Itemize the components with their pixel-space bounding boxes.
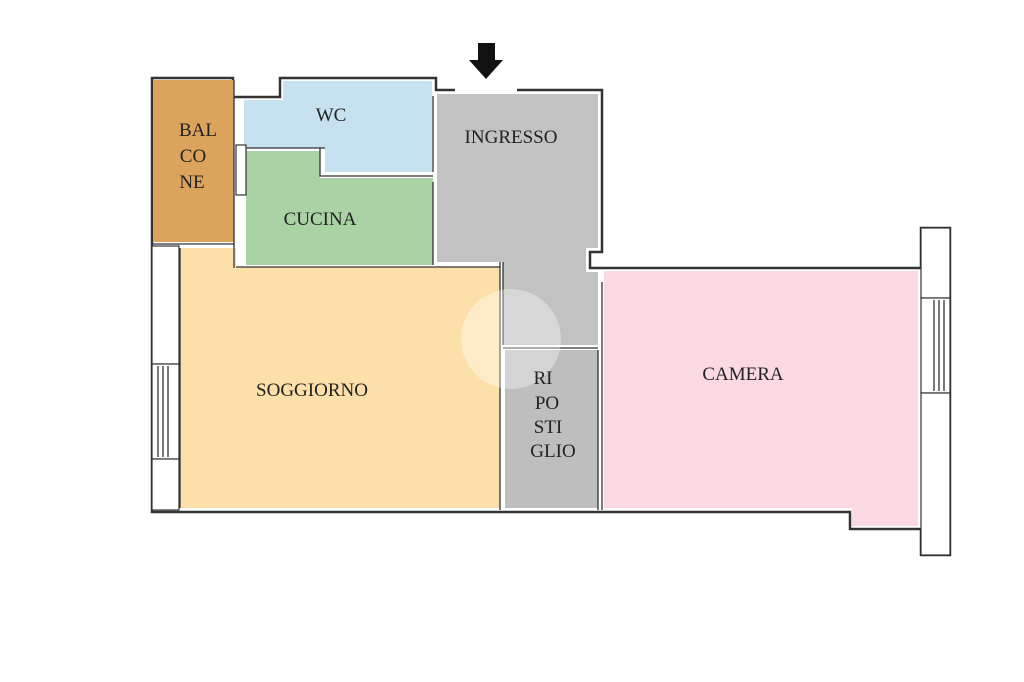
label-soggiorno: SOGGIORNO bbox=[256, 380, 368, 401]
room-camera bbox=[604, 271, 918, 526]
label-camera: CAMERA bbox=[702, 364, 784, 385]
label-balcone-2: CO bbox=[180, 146, 206, 167]
label-balcone-1: BAL bbox=[179, 120, 217, 141]
label-cucina: CUCINA bbox=[284, 209, 357, 230]
entrance-door bbox=[455, 86, 517, 94]
room-soggiorno bbox=[180, 248, 500, 508]
window-left-bottom bbox=[151, 458, 180, 511]
arrow-down-icon bbox=[469, 43, 503, 79]
label-balcone-3: NE bbox=[179, 172, 204, 193]
label-ripostiglio-1: RI bbox=[534, 368, 553, 389]
room-cucina bbox=[246, 151, 433, 265]
watermark-circle bbox=[461, 289, 561, 389]
room-wc bbox=[244, 81, 432, 172]
label-ripostiglio-3: STI bbox=[534, 417, 563, 438]
window-right-mid bbox=[920, 297, 951, 394]
room-ripostiglio bbox=[505, 350, 598, 508]
inner-walls bbox=[153, 80, 603, 510]
windows bbox=[151, 144, 951, 556]
label-ingresso: INGRESSO bbox=[465, 127, 558, 148]
room-ingresso bbox=[437, 94, 598, 345]
label-ripostiglio-4: GLIO bbox=[530, 441, 575, 462]
label-wc: WC bbox=[316, 105, 347, 126]
outer-wall bbox=[150, 76, 952, 557]
window-left-lower bbox=[151, 363, 180, 460]
window-right-upper bbox=[920, 227, 951, 299]
window-left-upper bbox=[151, 245, 180, 365]
window-kitchen bbox=[235, 144, 247, 196]
window-right-lower bbox=[920, 392, 951, 556]
label-ripostiglio-2: PO bbox=[535, 393, 559, 414]
room-balcone bbox=[153, 80, 234, 242]
room-labels: BAL CO NE WC CUCINA INGRESSO SOGGIORNO R… bbox=[179, 105, 784, 462]
